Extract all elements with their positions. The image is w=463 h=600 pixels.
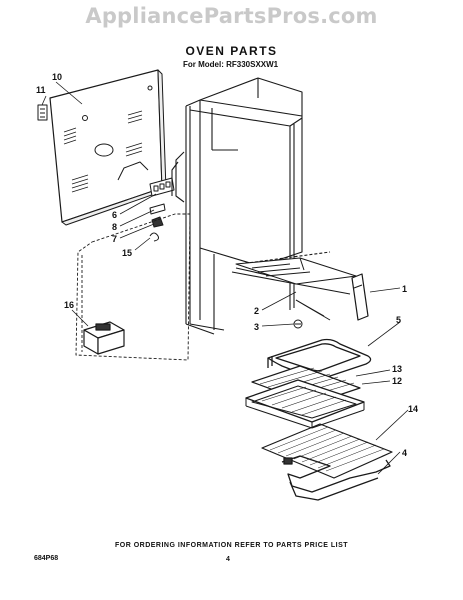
model-label: For Model: RF330SXXW1 (183, 60, 279, 69)
part-12-broil-pan (245, 379, 365, 429)
callout-2: 2 (254, 306, 259, 316)
oven-frame (171, 77, 351, 335)
callout-7: 7 (112, 234, 117, 244)
callout-6: 6 (112, 210, 117, 220)
part-4-broil-element (281, 455, 391, 501)
callout-4: 4 (402, 448, 407, 458)
figure-code: 684P68 (34, 555, 59, 562)
callout-13: 13 (392, 364, 402, 374)
rear-panel (49, 69, 167, 226)
part-3-clip (293, 319, 303, 329)
part-1-side-trim (351, 273, 369, 321)
diagram-title: OVEN PARTS (185, 44, 278, 58)
ordering-note: FOR ORDERING INFORMATION REFER TO PARTS … (114, 542, 349, 549)
part-14-oven-rack (261, 423, 393, 479)
page-number: 4 (226, 556, 230, 563)
callout-10: 10 (52, 72, 62, 82)
callout-14: 14 (408, 404, 418, 414)
callout-16: 16 (64, 300, 74, 310)
callout-5: 5 (396, 315, 401, 325)
callout-15: 15 (122, 248, 132, 258)
terminal-block (149, 177, 175, 242)
callout-8: 8 (112, 222, 117, 232)
lower-panel-dashed (75, 213, 191, 361)
callout-12: 12 (392, 376, 402, 386)
leader-lines (41, 81, 409, 475)
watermark: AppliancePartsPros.com (85, 4, 378, 28)
callout-3: 3 (254, 322, 259, 332)
part-11-bracket (37, 104, 48, 121)
part-2-rail (235, 257, 357, 321)
callout-1: 1 (402, 284, 407, 294)
part-16-box (83, 321, 125, 355)
callout-11: 11 (36, 85, 46, 95)
